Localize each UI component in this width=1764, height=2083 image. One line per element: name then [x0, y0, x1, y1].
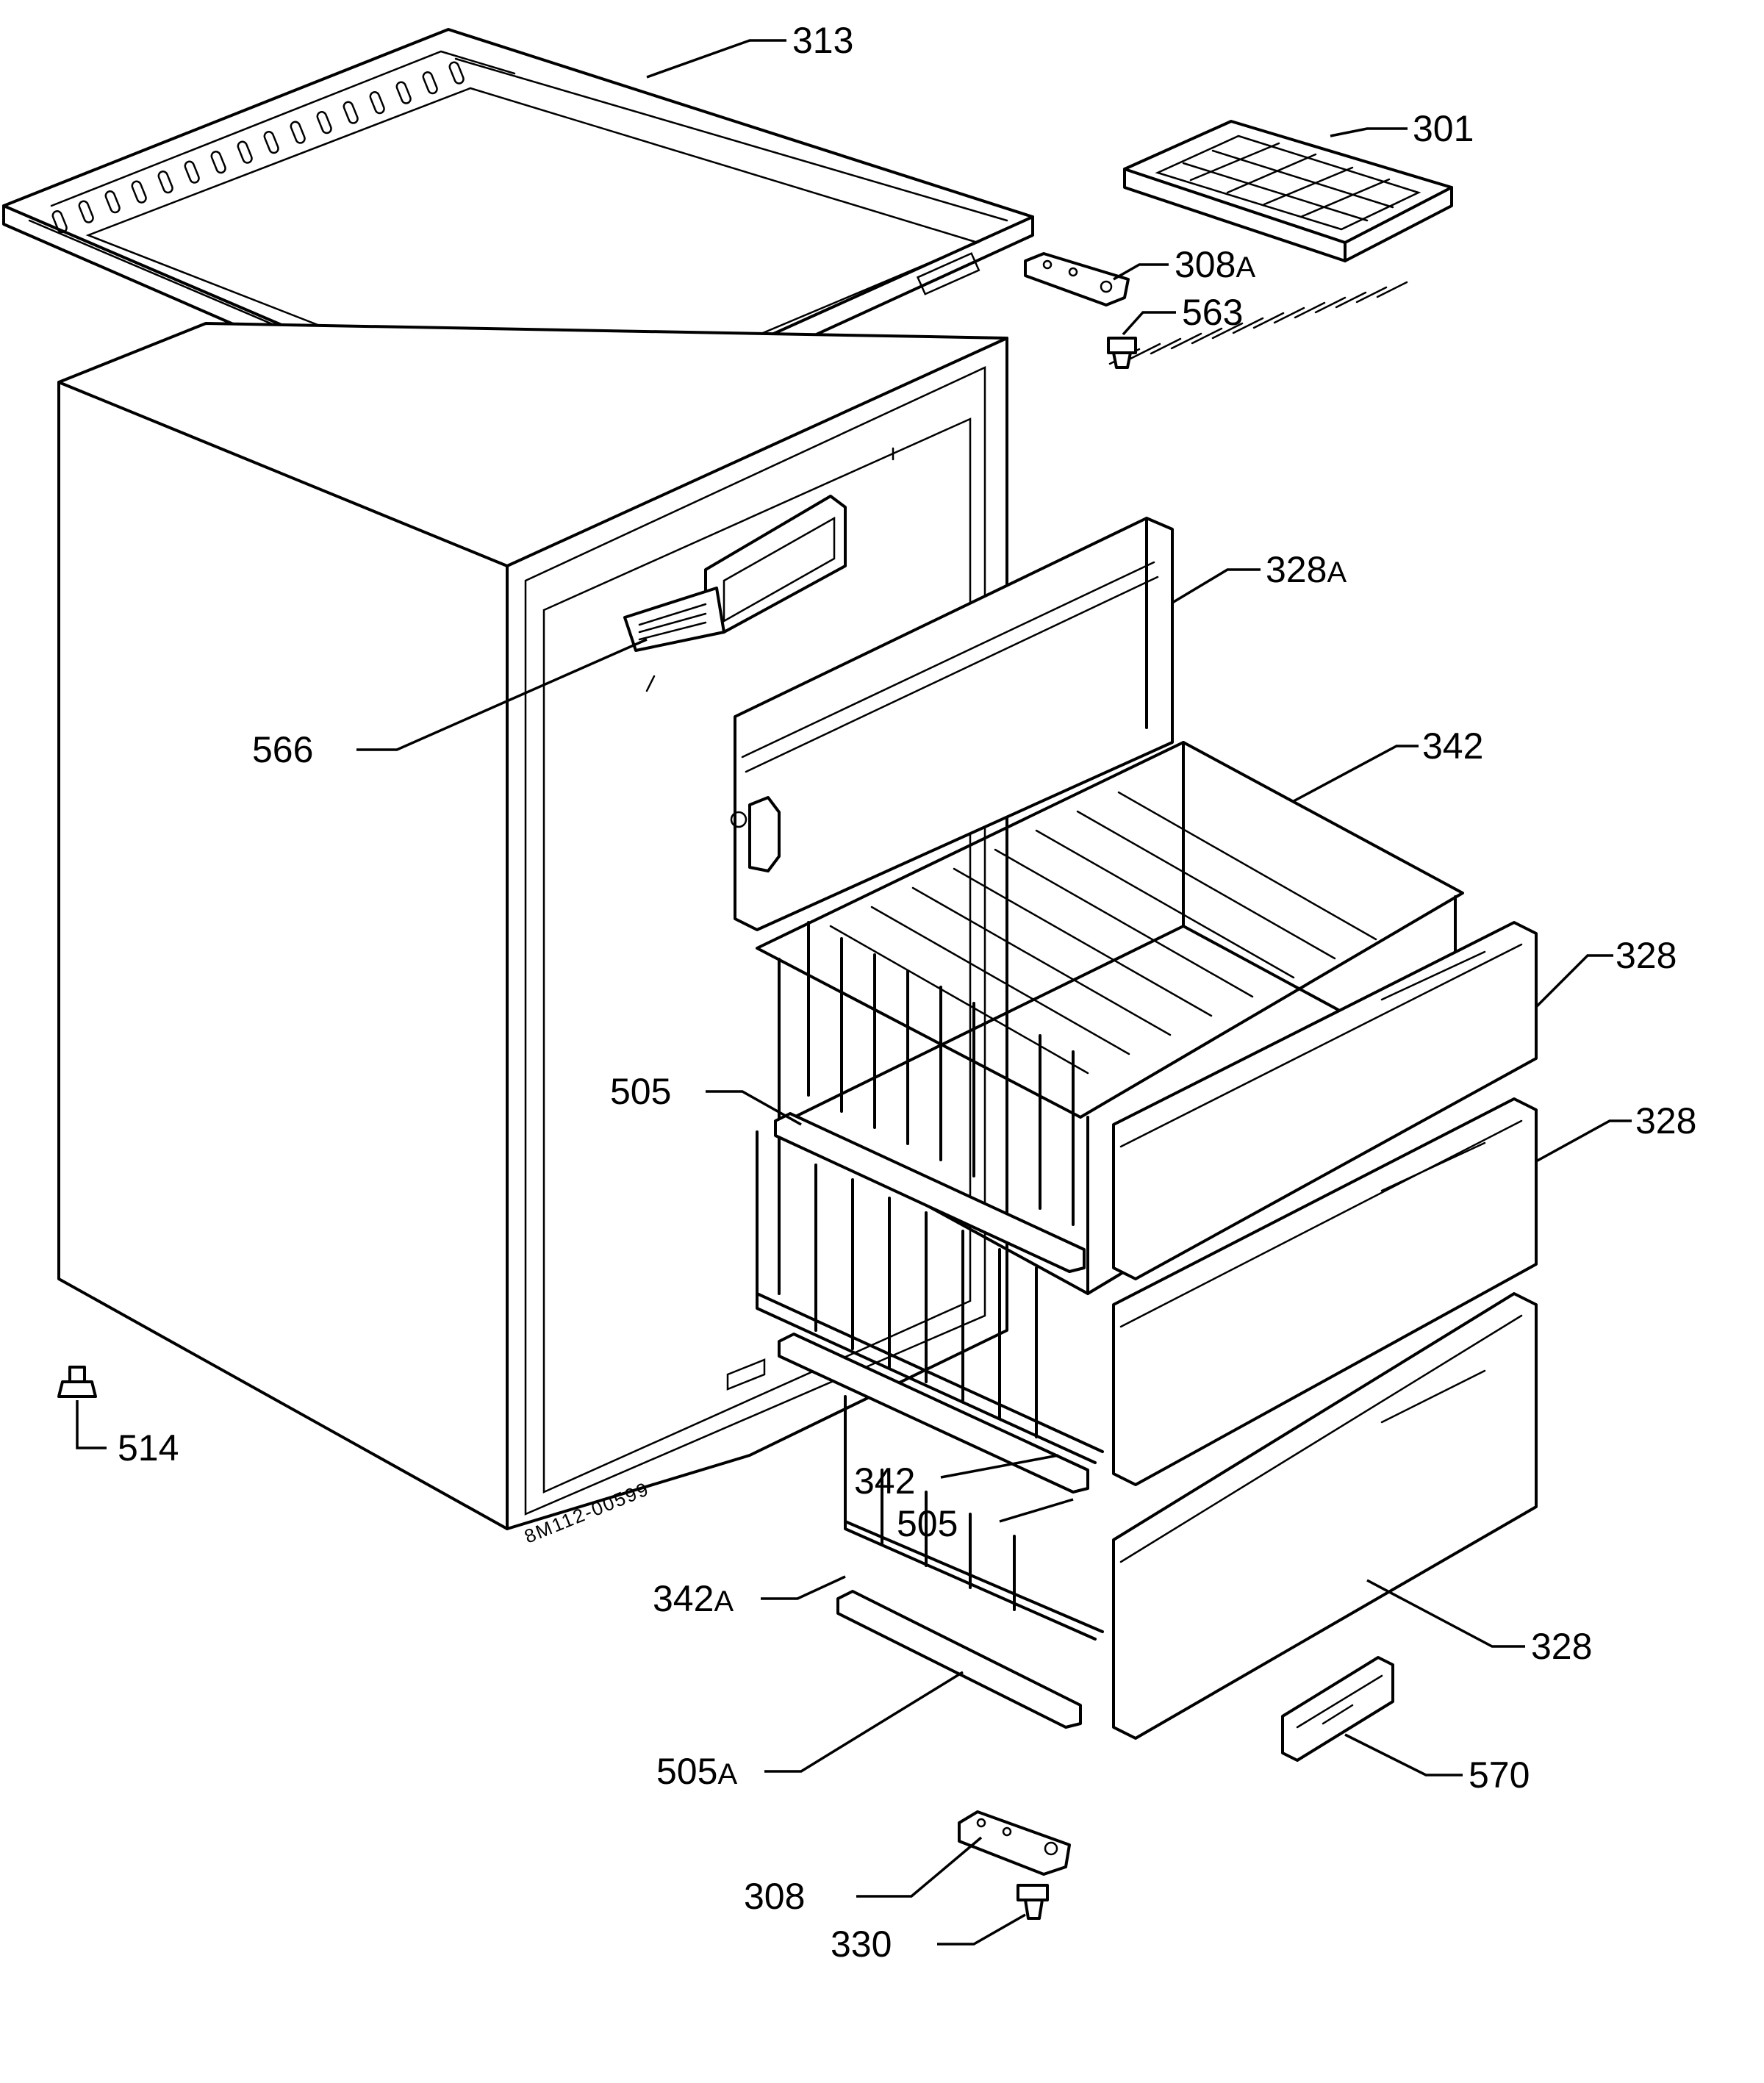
label-505-mid: 505	[897, 1503, 958, 1544]
label-505-top: 505	[610, 1071, 671, 1112]
label-342-top: 342	[1422, 725, 1483, 767]
foot-514	[57, 1366, 97, 1398]
hinge-308	[958, 1810, 1071, 1876]
vent-slot	[263, 131, 279, 154]
basket-floor-wire	[829, 925, 1089, 1075]
shelf-bracket-566	[623, 495, 847, 652]
vent-slot	[131, 180, 147, 204]
vent-rib	[1211, 322, 1244, 340]
label-308: 308	[744, 1876, 805, 1917]
basket-floor-wire	[1035, 829, 1295, 979]
label-328a: 328A	[1266, 549, 1347, 590]
screw-563	[1107, 337, 1137, 369]
leader-lines	[76, 39, 1632, 1946]
hinge-308a	[1024, 252, 1130, 306]
vent-slot	[290, 121, 306, 144]
vent-rib	[1170, 332, 1202, 350]
vent-rib	[1314, 296, 1347, 314]
basket-floor-wire	[994, 848, 1254, 998]
handle-570	[1281, 1656, 1394, 1762]
vent-slot	[316, 111, 332, 135]
vent-slot	[78, 200, 94, 223]
ice-tray-301	[1123, 120, 1453, 262]
vent-slot	[395, 81, 412, 104]
label-566: 566	[252, 729, 313, 770]
label-328-2: 328	[1635, 1100, 1696, 1141]
label-563: 563	[1182, 292, 1243, 333]
vent-slot	[422, 71, 438, 95]
label-342a: 342A	[653, 1578, 734, 1619]
vent-rib	[1191, 327, 1223, 345]
vent-slot	[237, 140, 253, 164]
vent-rib	[1129, 343, 1161, 360]
label-342-mid: 342	[854, 1460, 915, 1502]
drawer-front-328-2	[1112, 1097, 1538, 1486]
freezer-flap-328a	[730, 517, 1174, 931]
vent-slot	[104, 190, 121, 214]
basket-342-lower	[756, 1130, 1104, 1641]
vent-slot	[210, 151, 226, 174]
vent-slot	[448, 61, 465, 85]
label-328-1: 328	[1616, 935, 1677, 976]
basket-floor-wire	[953, 867, 1213, 1017]
basket-floor-wire	[870, 906, 1130, 1055]
guide-rail-505-top	[774, 1112, 1086, 1273]
vent-rib	[1273, 306, 1305, 324]
label-514: 514	[118, 1427, 179, 1469]
guide-rail-505-mid	[778, 1333, 1089, 1494]
label-505a: 505A	[656, 1751, 737, 1792]
vent-slot	[51, 210, 68, 234]
screw-330	[1017, 1884, 1049, 1920]
vent-slot	[369, 91, 385, 115]
label-328-3: 328	[1531, 1626, 1592, 1667]
vent-slot	[157, 171, 173, 194]
basket-floor-wire	[1076, 810, 1336, 960]
label-308a: 308A	[1175, 244, 1255, 285]
vent-rib	[1294, 301, 1326, 319]
vent-rib	[1335, 291, 1367, 309]
vent-rib	[1252, 312, 1285, 329]
vent-rib	[1150, 337, 1182, 355]
vent-rib	[1232, 317, 1264, 334]
label-313: 313	[792, 20, 853, 61]
drawer-front-328-1	[1112, 921, 1538, 1280]
label-301: 301	[1413, 108, 1474, 149]
label-330: 330	[831, 1924, 892, 1965]
vent-slot	[184, 160, 200, 184]
vent-rib	[1376, 281, 1408, 298]
basket-floor-wire	[1117, 791, 1377, 941]
label-570: 570	[1469, 1754, 1530, 1796]
cabinet-body	[57, 322, 1008, 1530]
vent-rib	[1355, 286, 1388, 304]
guide-rail-505a	[836, 1590, 1082, 1729]
basket-floor-wire	[911, 886, 1172, 1036]
drawer-front-328-3	[1112, 1292, 1538, 1740]
vent-slot	[343, 101, 359, 124]
